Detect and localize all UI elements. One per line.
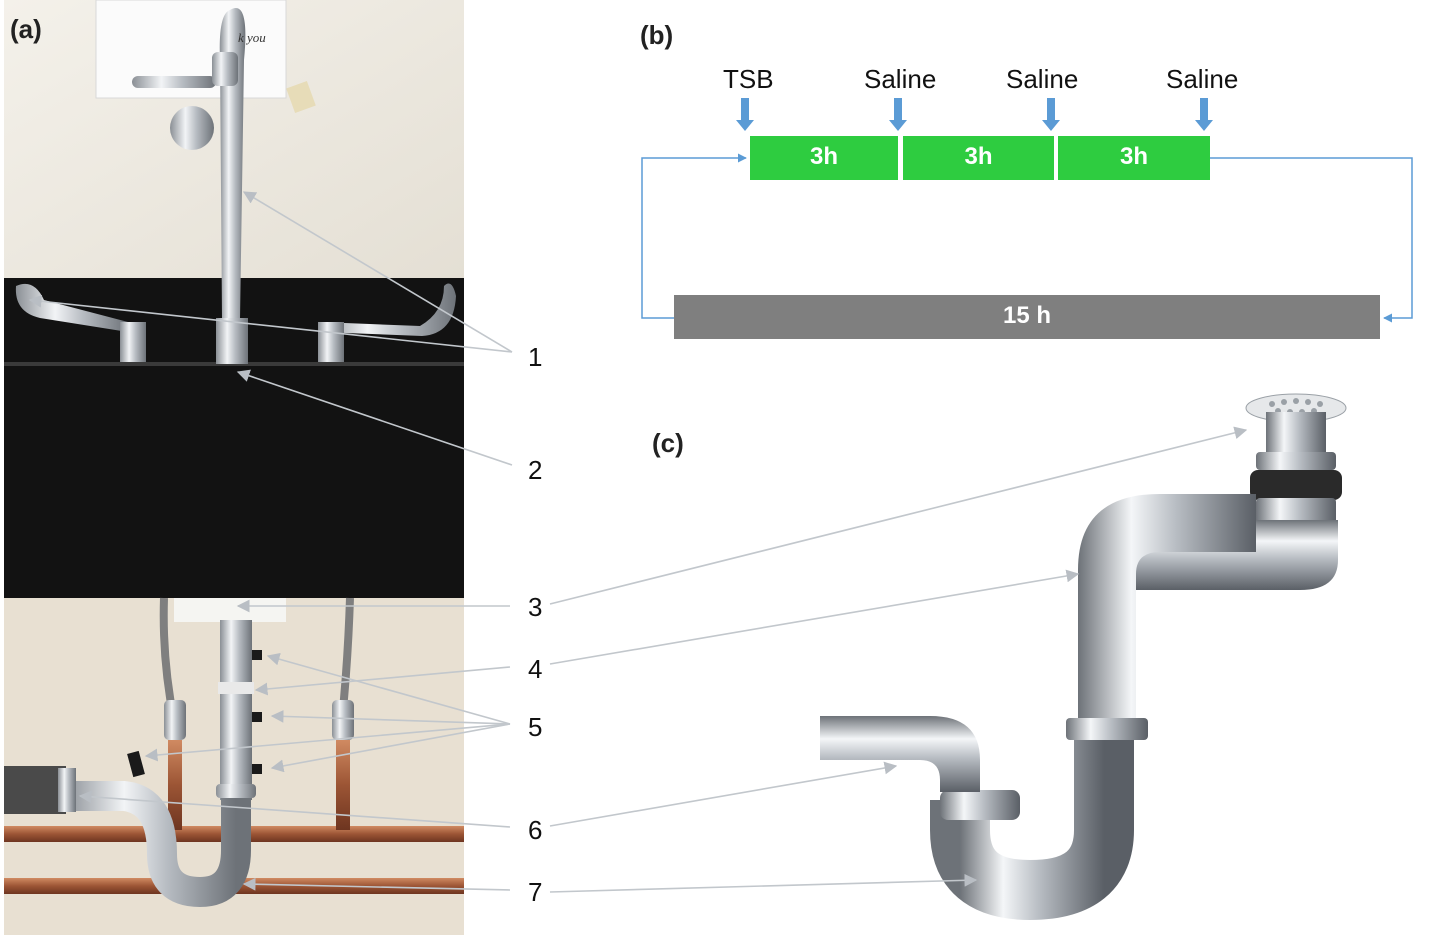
callout-number-6: 6 [528,815,543,845]
phase-label-3: 3h [1119,143,1148,170]
rest-label: 15 h [1002,302,1052,329]
slip-nut-lower [940,790,1020,820]
callout-lines [28,191,1248,893]
phase-bar-1 [750,136,898,180]
saline-arrow-3 [1195,98,1213,131]
saline-arrow-2 [1042,98,1060,131]
phase-label-1: 3h [809,143,838,170]
tailpiece [220,620,252,800]
tall-faucet [219,8,246,321]
callout-3-line-trap [549,426,1248,605]
input-label-saline-1: Saline [864,64,937,94]
input-label-saline-3: Saline [1166,64,1239,94]
callout-5-line-b [270,709,511,725]
timeline-diagram [641,98,1413,339]
callout-7-line-photo [242,877,511,891]
phase-bar-2 [903,136,1054,180]
callout-7-line-trap [549,873,978,893]
callout-1-line-lever [28,294,513,353]
callout-4-line-trap [549,569,1080,665]
valve-handle [132,76,216,88]
slip-nut-upper [1066,718,1148,740]
loop-right [1210,157,1413,323]
callout-number-3: 3 [528,592,543,622]
phase-bar-3 [1058,136,1210,180]
sink-bowl-underside [174,598,286,622]
callout-5-line-a [266,652,511,725]
rest-bar [674,295,1380,339]
panel-label-a: (a) [10,14,42,44]
sink-photo-illustration [4,0,464,935]
faucet-base [216,318,248,364]
note-text: k you [238,30,266,45]
callout-number-4: 4 [528,654,543,684]
callout-number-1: 1 [528,342,543,372]
panel-label-c: (c) [652,428,684,458]
callout-4-line-photo [254,666,511,696]
port-2 [252,712,262,722]
callout-1-line-faucet [242,191,513,353]
valve-body [170,106,214,150]
callout-number-2: 2 [528,455,543,485]
port-1 [252,650,262,660]
input-arrows [736,98,1213,131]
callout-5-line-d [144,723,511,762]
waste-arm [820,716,980,792]
sink-photo [4,0,464,935]
saline-arrow-1 [889,98,907,131]
p-trap [64,781,251,908]
input-label-tsb: TSB [723,64,774,94]
rubber-seal [1250,470,1342,500]
callout-number-5: 5 [528,712,543,742]
callout-2-line [236,369,513,466]
callout-5-line-c [270,723,511,773]
input-label-saline-2: Saline [1006,64,1079,94]
vertical-pipe [1078,494,1256,720]
callout-number-7: 7 [528,877,543,907]
loop-left [641,153,747,319]
callout-6-line-trap [549,761,898,827]
u-bend [930,740,1134,921]
tape [286,81,316,113]
panel-label-b: (b) [640,20,674,50]
left-lever [15,283,128,332]
port-3 [252,764,262,774]
waste-pipe [4,766,66,814]
callout-6-line-photo [78,790,511,828]
trap-illustration [820,393,1347,921]
tsb-arrow [736,98,754,131]
phase-label-2: 3h [964,143,993,170]
